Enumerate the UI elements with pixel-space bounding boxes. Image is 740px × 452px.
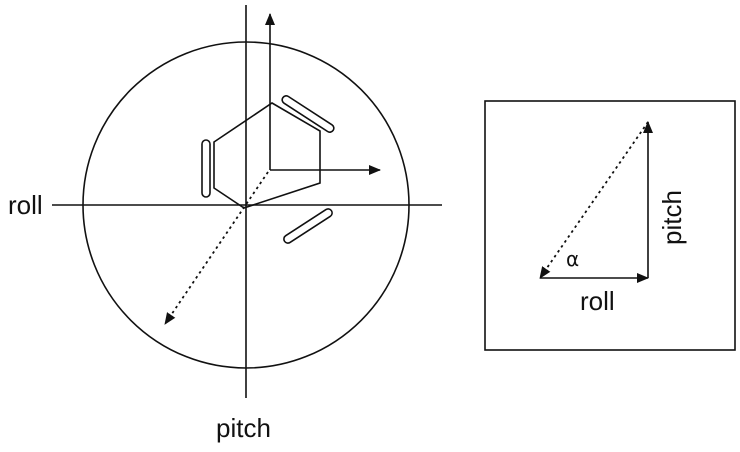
left-diagram: roll pitch (8, 5, 442, 443)
hexagon-body (213, 102, 321, 209)
resultant-dotted-arrow (539, 121, 649, 279)
rotor-capsule-left (201, 139, 211, 198)
roll-axis-label: roll (8, 190, 43, 220)
rotor-capsule-bottom-right (283, 208, 333, 244)
roll-vector-label: roll (580, 286, 615, 316)
pitch-axis-label: pitch (216, 413, 271, 443)
right-box (484, 100, 736, 351)
tilt-dotted-arrow (164, 171, 269, 325)
angle-label: α (566, 247, 579, 271)
right-diagram: α roll pitch (484, 100, 736, 351)
pitch-vector-label: pitch (657, 190, 687, 245)
rotor-capsule-top-right (281, 95, 335, 133)
